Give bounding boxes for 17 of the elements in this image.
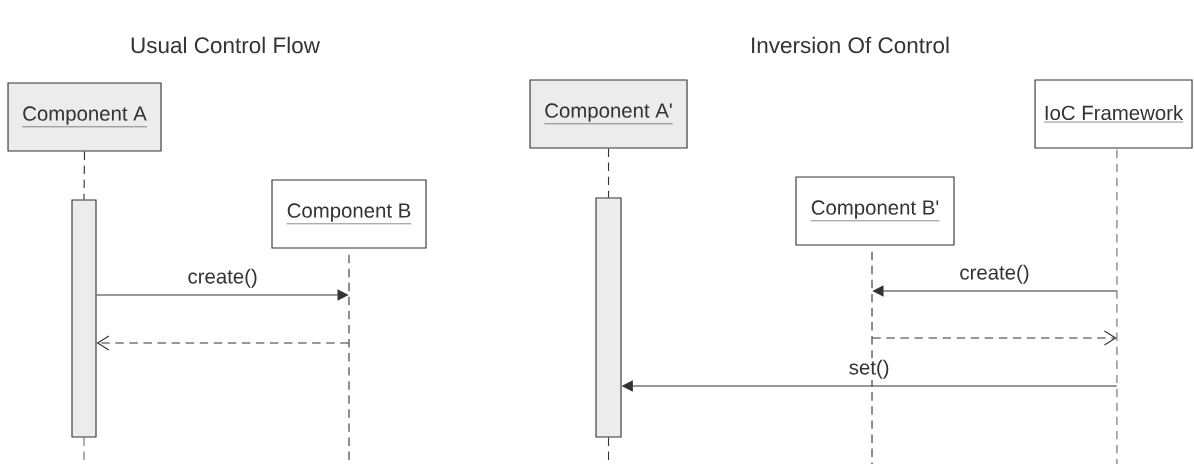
lifeline-box: Component A' (529, 79, 688, 149)
message-arrow (871, 330, 1117, 346)
edge-label: create() (958, 263, 1032, 286)
lifeline-box: Component B (271, 179, 427, 249)
activation-bar (595, 197, 622, 438)
lifeline (83, 151, 86, 200)
edge-label: set() (847, 358, 891, 381)
panel-heading: Inversion Of Control (752, 36, 949, 54)
edge-label: create() (186, 267, 260, 290)
activation-bar (71, 199, 97, 438)
message-arrow (96, 335, 350, 351)
message-arrow (96, 289, 349, 301)
lifeline-box: Component B' (795, 176, 955, 246)
lifeline-box: Component A (7, 82, 162, 152)
lifeline-box: IoC Framework (1034, 79, 1193, 149)
panel-heading: Usual Control Flow (131, 36, 320, 54)
lifeline (871, 251, 873, 464)
